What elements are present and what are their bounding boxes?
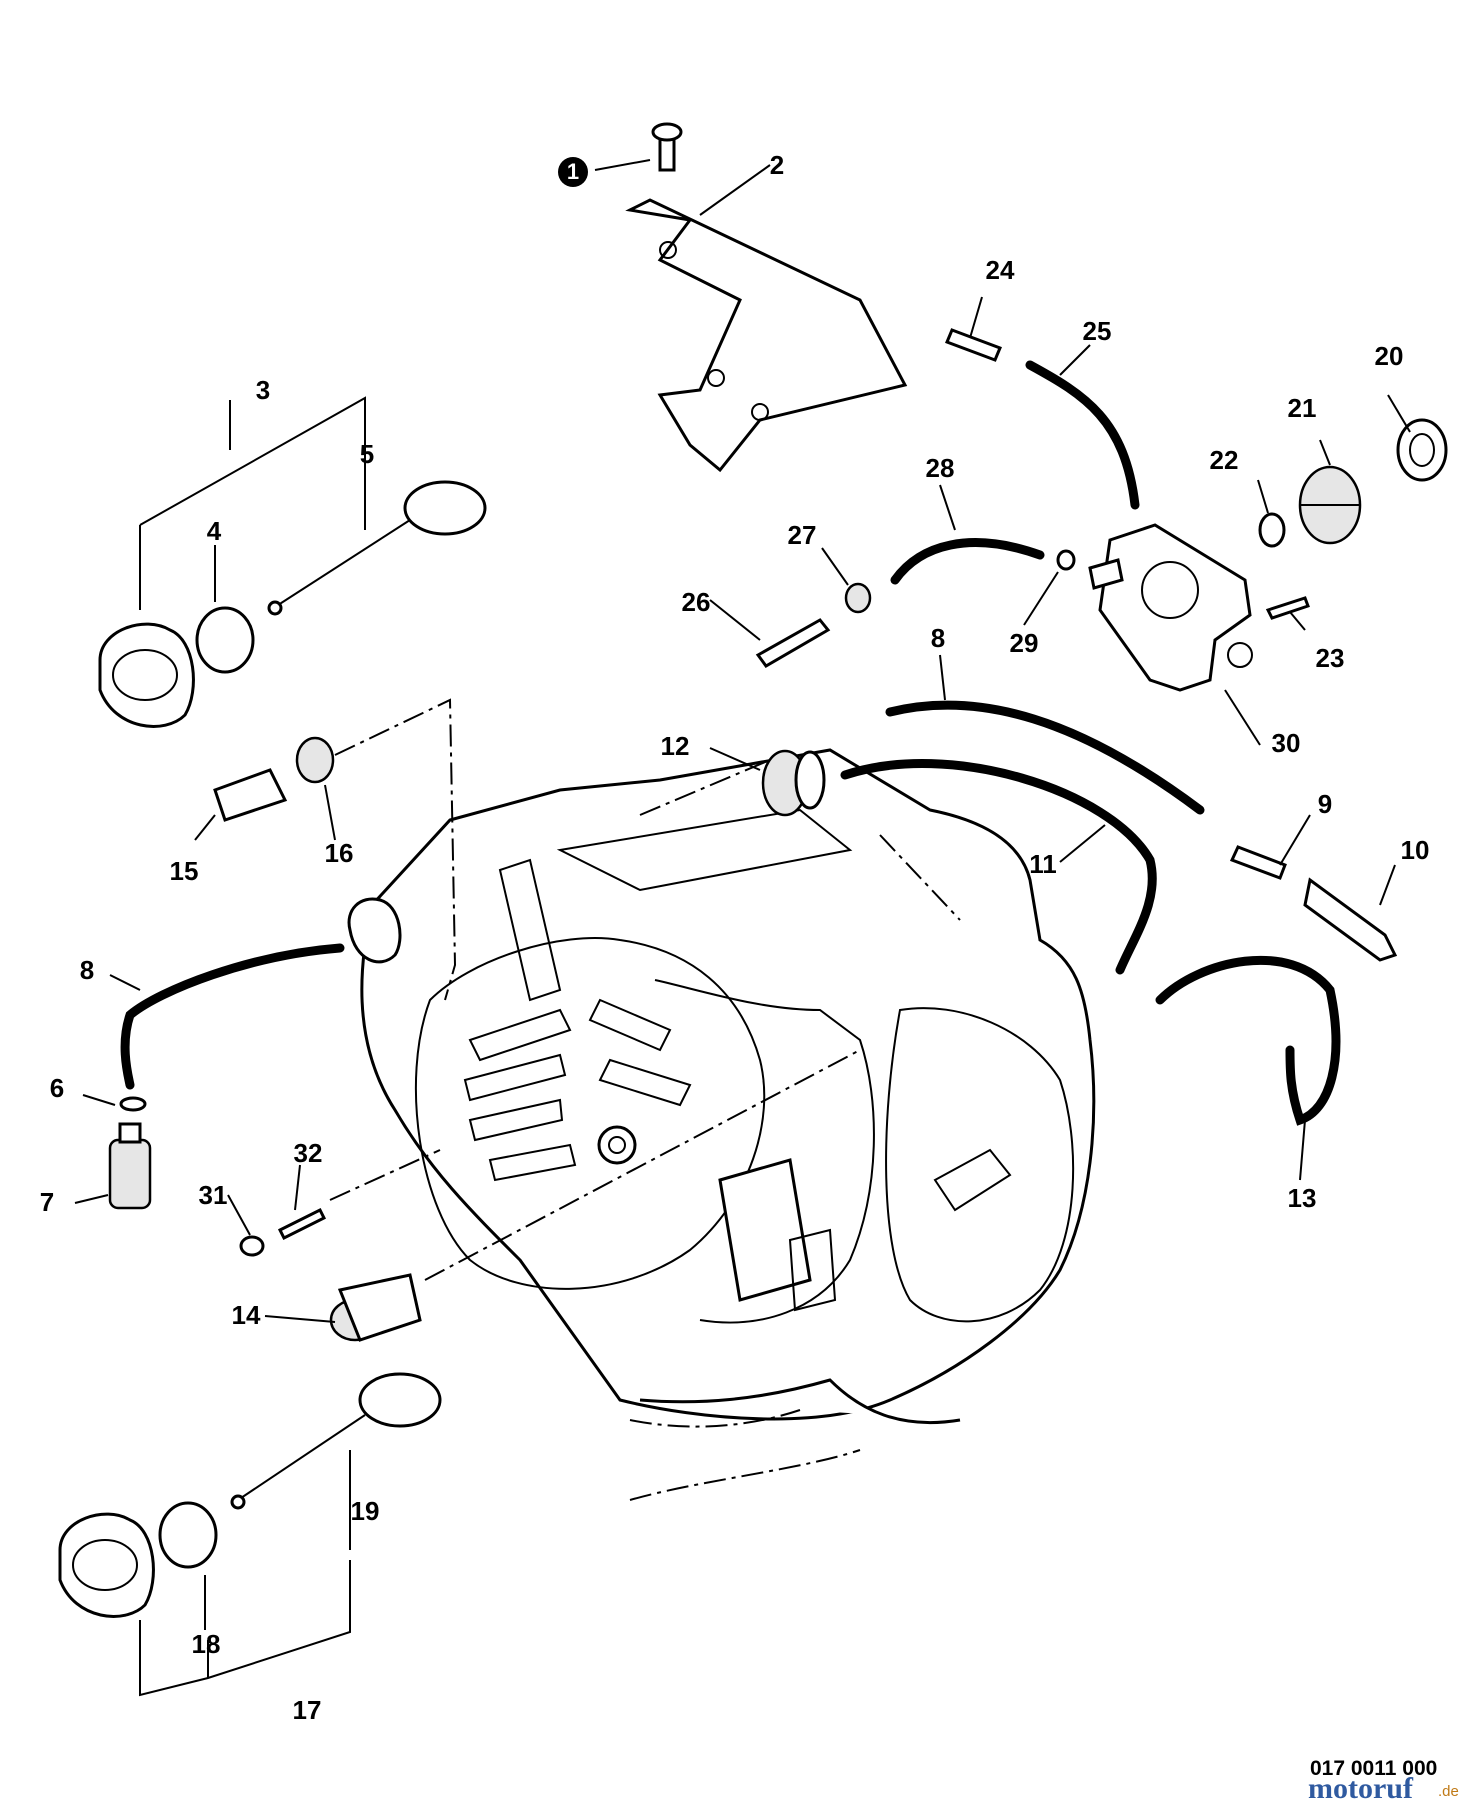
callout-10: 10 bbox=[1401, 835, 1430, 865]
switch-14 bbox=[329, 1273, 422, 1342]
callout-13: 13 bbox=[1288, 1183, 1317, 1213]
callout-27: 27 bbox=[788, 520, 817, 550]
centerline-d bbox=[424, 1049, 861, 1281]
centerline-a bbox=[334, 698, 457, 1001]
worm-gear bbox=[1298, 465, 1362, 545]
tank-cap-bottom bbox=[58, 1512, 155, 1618]
oil-hose-25 bbox=[1025, 360, 1140, 510]
callout-6: 6 bbox=[50, 1073, 64, 1103]
oil-filter-10 bbox=[1303, 877, 1398, 962]
screw-32 bbox=[277, 1207, 327, 1241]
callout-20: 20 bbox=[1375, 341, 1404, 371]
washer-31 bbox=[239, 1235, 265, 1257]
callout-16: 16 bbox=[325, 838, 354, 868]
fuel-hose-8-right bbox=[885, 700, 1205, 815]
callout-21: 21 bbox=[1288, 393, 1317, 423]
screw-1 bbox=[651, 122, 683, 172]
seal-ring-4 bbox=[195, 606, 255, 674]
callout-17: 17 bbox=[293, 1695, 322, 1725]
callout-2: 2 bbox=[770, 150, 784, 180]
callout-25: 25 bbox=[1083, 316, 1112, 346]
callout-26: 26 bbox=[682, 587, 711, 617]
callout-1-label: 1 bbox=[567, 159, 579, 184]
watermark-tld: .de bbox=[1438, 1783, 1459, 1800]
callout-5: 5 bbox=[360, 439, 374, 469]
retainer-strap-5 bbox=[267, 480, 487, 616]
watermark-logo: motoruf .de bbox=[1308, 1772, 1459, 1800]
callout-4: 4 bbox=[207, 516, 222, 546]
callout-9: 9 bbox=[1318, 789, 1332, 819]
screw-23 bbox=[1265, 596, 1310, 620]
callout-32: 32 bbox=[294, 1138, 323, 1168]
centerline-c bbox=[329, 1149, 441, 1201]
o-ring-29 bbox=[1056, 549, 1076, 571]
nipple-9 bbox=[1229, 845, 1287, 880]
o-ring-6 bbox=[119, 1096, 147, 1112]
centerline-e bbox=[879, 834, 961, 921]
bushing-15 bbox=[213, 768, 288, 822]
fuel-hose-8-left bbox=[120, 943, 345, 1090]
callout-1: 1 bbox=[558, 157, 588, 187]
drive-sleeve bbox=[1396, 418, 1448, 482]
document-code: 017 0011 000 bbox=[1310, 1757, 1437, 1780]
callout-12: 12 bbox=[661, 731, 690, 761]
callout-31: 31 bbox=[199, 1180, 228, 1210]
callout-22: 22 bbox=[1210, 445, 1239, 475]
callout-11: 11 bbox=[1029, 849, 1057, 879]
watermark-name: motoruf bbox=[1308, 1772, 1414, 1800]
fitting-26 bbox=[755, 618, 831, 668]
nipple-24 bbox=[945, 328, 1002, 362]
crankcase-housing bbox=[347, 748, 1096, 1501]
callout-14: 14 bbox=[232, 1300, 261, 1330]
callout-30: 30 bbox=[1272, 728, 1301, 758]
callout-24: 24 bbox=[986, 255, 1015, 285]
tank-cap-top bbox=[98, 622, 195, 728]
grommet-12 bbox=[761, 749, 826, 817]
oil-pump bbox=[1088, 523, 1253, 692]
callout-19: 19 bbox=[351, 1496, 380, 1526]
callout-8-right: 8 bbox=[931, 623, 945, 653]
guide-plate bbox=[625, 198, 908, 473]
callout-8-left: 8 bbox=[80, 955, 94, 985]
callout-15: 15 bbox=[170, 856, 199, 886]
oil-hose-13 bbox=[1155, 955, 1341, 1126]
callout-23: 23 bbox=[1316, 643, 1345, 673]
callout-18: 18 bbox=[192, 1629, 221, 1659]
oil-hose-28 bbox=[890, 538, 1045, 585]
spring-27 bbox=[844, 582, 872, 614]
oil-hose-11 bbox=[840, 759, 1157, 975]
washer-22 bbox=[1258, 512, 1286, 548]
callout-28: 28 bbox=[926, 453, 955, 483]
centerline-b bbox=[639, 759, 771, 816]
grommet-16 bbox=[295, 736, 335, 784]
callout-29: 29 bbox=[1010, 628, 1039, 658]
callout-7: 7 bbox=[40, 1187, 54, 1217]
retainer-strap-19 bbox=[230, 1372, 442, 1510]
seal-ring-18 bbox=[158, 1501, 218, 1569]
leader-lines bbox=[74, 159, 1411, 1697]
fuel-filter-7 bbox=[108, 1122, 152, 1210]
callout-3: 3 bbox=[256, 375, 270, 405]
